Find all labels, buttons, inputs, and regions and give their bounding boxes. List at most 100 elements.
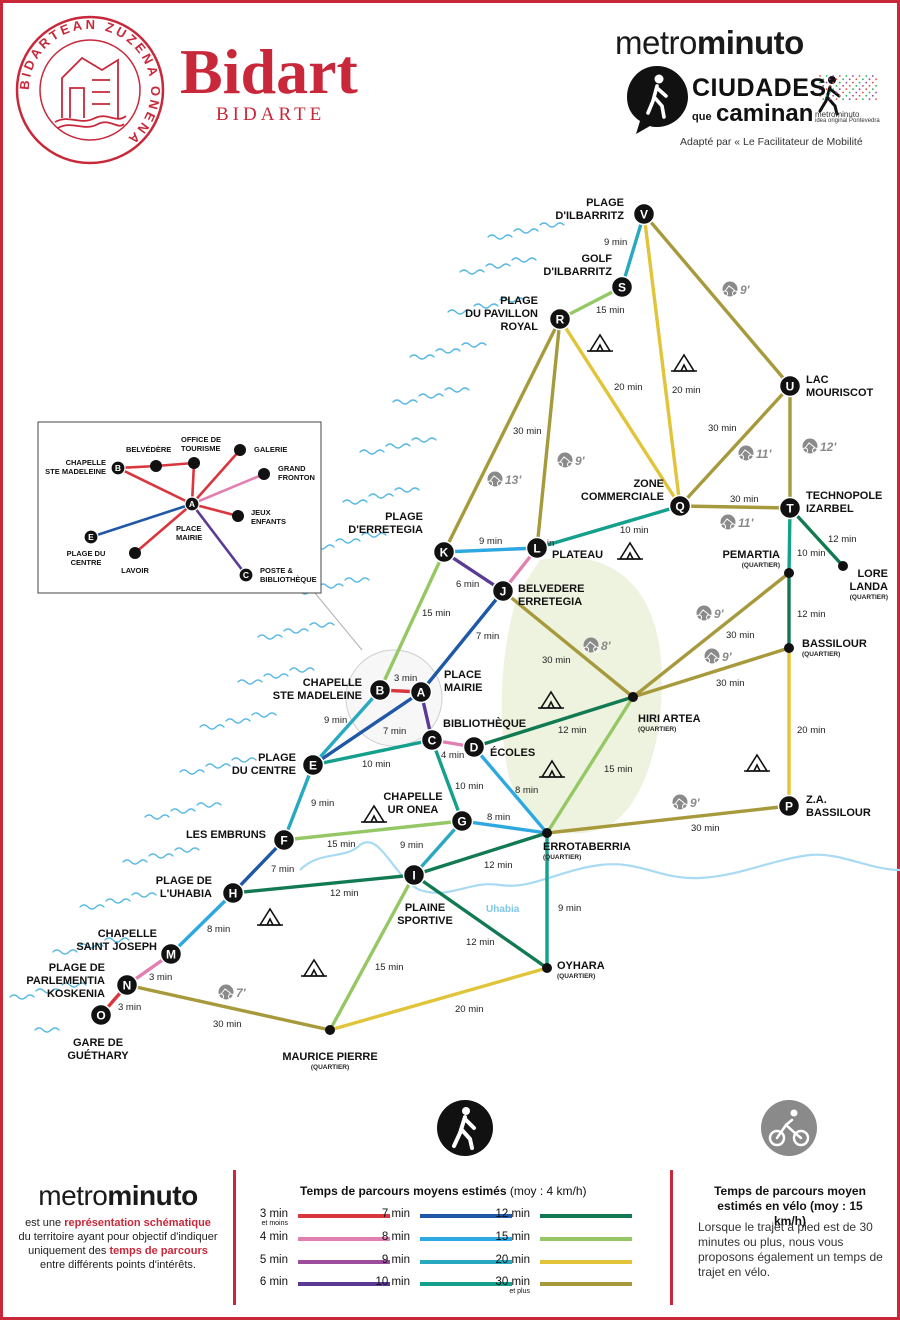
route-segment	[412, 819, 464, 877]
route-time-label: 7 min	[271, 864, 294, 875]
station-letter: C	[428, 733, 437, 747]
wave	[34, 1027, 60, 1033]
route-time-label: 30 min	[730, 494, 759, 505]
route-segment	[535, 317, 562, 550]
wave	[359, 449, 385, 455]
quartier-label: (QUARTIER)	[638, 726, 676, 733]
wave	[461, 342, 487, 348]
route-time-label: 8 min	[515, 785, 538, 796]
station-label: ÉCOLES	[490, 746, 535, 759]
route-segment	[412, 831, 549, 877]
route-segment	[545, 695, 635, 835]
tent-icon	[671, 353, 697, 372]
route-segment	[412, 873, 549, 970]
inset-station-letter: B	[115, 463, 121, 473]
route-segment	[545, 804, 791, 835]
route-time-label: 4 min	[441, 750, 464, 761]
small-bike-icon	[720, 514, 736, 530]
bike-icon	[761, 1100, 817, 1156]
route-time-label: 30 min	[691, 823, 720, 834]
wave	[444, 387, 470, 393]
pontevedra-credit: idea original Pontevedra	[815, 118, 880, 124]
footer-separator-1	[233, 1170, 236, 1305]
legend-swatch	[298, 1260, 390, 1264]
bike-time: 13'	[486, 471, 522, 487]
route-time-label: 30 min	[708, 423, 737, 434]
wave	[237, 679, 263, 685]
wave	[105, 898, 131, 904]
mm-bold: minuto	[696, 24, 804, 61]
wave	[409, 354, 435, 360]
inset-station-label: POSTE &BIBLIOTHÈQUE	[260, 566, 317, 584]
route-segment	[642, 212, 682, 508]
wave	[335, 538, 361, 544]
wave	[435, 348, 461, 354]
route-time-label: 10 min	[362, 759, 391, 770]
station-letter: B	[376, 683, 385, 697]
station-circle	[221, 881, 245, 905]
station-circle	[450, 809, 474, 833]
route-segment	[442, 317, 562, 554]
route-time-label: 7 min	[476, 631, 499, 642]
route-time-label: 15 min	[327, 839, 356, 850]
waypoint-dot	[542, 828, 552, 838]
route-time-label: 20 min	[797, 725, 826, 736]
station-circle	[778, 374, 802, 398]
wave	[394, 487, 420, 493]
station-letter: K	[440, 545, 449, 559]
waypoint-label: OYHARA	[557, 960, 605, 972]
station-letter: J	[500, 584, 507, 598]
legend-swatch	[420, 1260, 512, 1264]
route-segment	[442, 550, 505, 593]
tent-icon	[744, 753, 770, 772]
waypoint-oyhara: OYHARA(QUARTIER)	[542, 960, 605, 980]
route-time-label: 3 min	[118, 1002, 141, 1013]
route-segment	[642, 212, 792, 388]
legend-label: 10 min	[375, 1276, 410, 1288]
route-time-label: 3 min	[394, 673, 417, 684]
quartier-label: (QUARTIER)	[850, 594, 888, 601]
wave	[131, 892, 157, 898]
route-time-label: 10 min	[620, 525, 649, 536]
route-time-label: 8 min	[487, 812, 510, 823]
waypoint-label: ERROTABERRIA	[543, 841, 631, 853]
route-segment	[282, 763, 315, 842]
inset-link	[190, 502, 248, 577]
waypoint-dot	[784, 643, 794, 653]
coast-waves	[9, 222, 565, 1033]
station-circle	[462, 735, 486, 759]
bike-time: 11'	[737, 445, 772, 461]
route-segment	[631, 646, 791, 699]
river-label: Uhabia	[486, 904, 520, 915]
camping-icons	[257, 333, 770, 977]
station-circle	[89, 1003, 113, 1027]
inset-link	[133, 502, 194, 555]
wave	[385, 443, 411, 449]
inset-point-label: LAVOIR	[121, 566, 149, 575]
station-letter: E	[309, 758, 317, 772]
footer-mm-light: metro	[38, 1180, 108, 1211]
wave	[473, 303, 499, 309]
station-circle	[610, 275, 634, 299]
metrominuto-title: metrominuto	[615, 24, 885, 62]
small-bike-icon	[218, 984, 234, 1000]
route-segment	[419, 589, 505, 694]
wave	[199, 724, 225, 730]
